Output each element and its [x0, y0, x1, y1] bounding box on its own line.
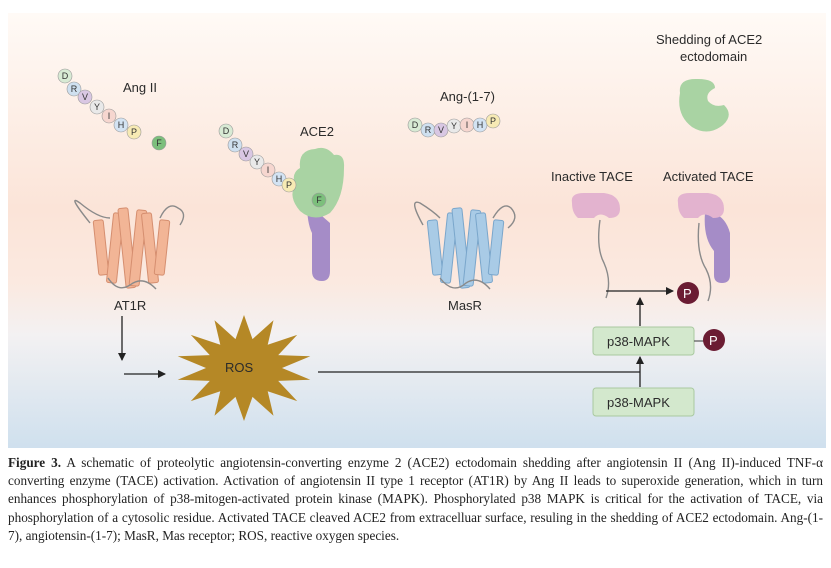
residue-D: [407, 117, 423, 133]
residue-letter: D: [62, 71, 69, 81]
residue-letter: Y: [254, 157, 260, 167]
p38-mapk-top: p38-MAPK: [592, 326, 695, 356]
residue-H: [113, 117, 129, 133]
transmembrane-helix: [128, 209, 148, 287]
transmembrane-helix: [487, 219, 505, 276]
transmembrane-helix: [475, 212, 493, 284]
residue-D: [218, 123, 234, 139]
residue-Y: [249, 154, 265, 170]
ang2-label: Ang II: [123, 80, 157, 95]
residue-letter: R: [425, 125, 432, 135]
residue-letter: Y: [451, 121, 457, 131]
residue-letter: F: [316, 195, 322, 205]
transmembrane-helix: [141, 212, 159, 284]
ace2-ectodomain: [292, 147, 345, 218]
residue-R: [66, 81, 82, 97]
ros-burst: [177, 315, 311, 421]
activated-tace: [677, 193, 730, 302]
residue-letter: H: [118, 120, 125, 130]
residue-letter: I: [466, 120, 469, 130]
residue-letter: D: [412, 120, 419, 130]
phospho-p38-label: P: [709, 333, 718, 348]
residue-letter: I: [267, 165, 270, 175]
residue-letter: F: [156, 138, 162, 148]
residue-P: [485, 113, 501, 129]
phospho-tace: P: [677, 282, 699, 304]
residue-Y: [89, 99, 105, 115]
inactive-tace-label: Inactive TACE: [551, 169, 633, 184]
residue-letter: V: [82, 92, 88, 102]
residue-letter: Y: [94, 102, 100, 112]
pathway-arrows: [118, 287, 674, 387]
residue-R: [227, 137, 243, 153]
at1r-label: AT1R: [114, 298, 146, 313]
masr-label: MasR: [448, 298, 482, 313]
figure-caption: Figure 3. A schematic of proteolytic ang…: [8, 454, 823, 545]
p38-top-label: p38-MAPK: [607, 334, 670, 349]
diagram-svg: AT1R MasR ACE2 Shedding of ACE2 ectodoma…: [8, 13, 826, 448]
transmembrane-helix: [462, 209, 482, 287]
residue-P: [126, 124, 142, 140]
residue-P: [281, 177, 297, 193]
diagram-background: [8, 13, 826, 448]
caption-lead: Figure 3.: [8, 455, 62, 470]
transmembrane-helix: [426, 219, 444, 276]
at1r-receptor: [92, 207, 171, 290]
residue-letter: D: [223, 126, 230, 136]
activated-tace-label: Activated TACE: [663, 169, 754, 184]
residue-I: [260, 162, 276, 178]
inactive-tace: [571, 193, 620, 299]
residue-letter: P: [131, 127, 137, 137]
p38-mapk-bottom: p38-MAPK: [592, 387, 695, 417]
residue-letter: P: [286, 180, 292, 190]
residue-D: [57, 68, 73, 84]
residue-letter: H: [477, 120, 484, 130]
ros-label: ROS: [225, 360, 254, 375]
residue-V: [77, 89, 93, 105]
shedding-label-line2: ectodomain: [680, 49, 747, 64]
residue-letter: V: [243, 149, 249, 159]
phospho-tace-label: P: [683, 286, 692, 301]
residue-letter: V: [438, 125, 444, 135]
residue-V: [238, 146, 254, 162]
membrane-loops: [74, 199, 516, 229]
residue-letter: R: [71, 84, 78, 94]
masr-receptor: [426, 207, 505, 290]
residue-letter: H: [276, 174, 283, 184]
ace2-protein: [292, 147, 345, 281]
phospho-p38: P: [694, 329, 725, 351]
transmembrane-helix: [92, 219, 110, 276]
ace2-stalk: [307, 203, 330, 281]
ace2-label: ACE2: [300, 124, 334, 139]
caption-text: A schematic of proteolytic angiotensin-c…: [8, 455, 823, 543]
residue-letter: R: [232, 140, 239, 150]
ang17-label: Ang-(1-7): [440, 89, 495, 104]
residue-letter: I: [108, 111, 111, 121]
shedding-label-line1: Shedding of ACE2: [656, 32, 762, 47]
residue-letter: P: [490, 116, 496, 126]
shed-ace2-ectodomain: [679, 78, 729, 132]
diagram-figure: AT1R MasR ACE2 Shedding of ACE2 ectodoma…: [8, 13, 826, 448]
transmembrane-helix: [153, 219, 171, 276]
residue-F: [151, 135, 167, 151]
residue-I: [101, 108, 117, 124]
residue-F: [311, 192, 327, 208]
p38-bottom-label: p38-MAPK: [607, 395, 670, 410]
